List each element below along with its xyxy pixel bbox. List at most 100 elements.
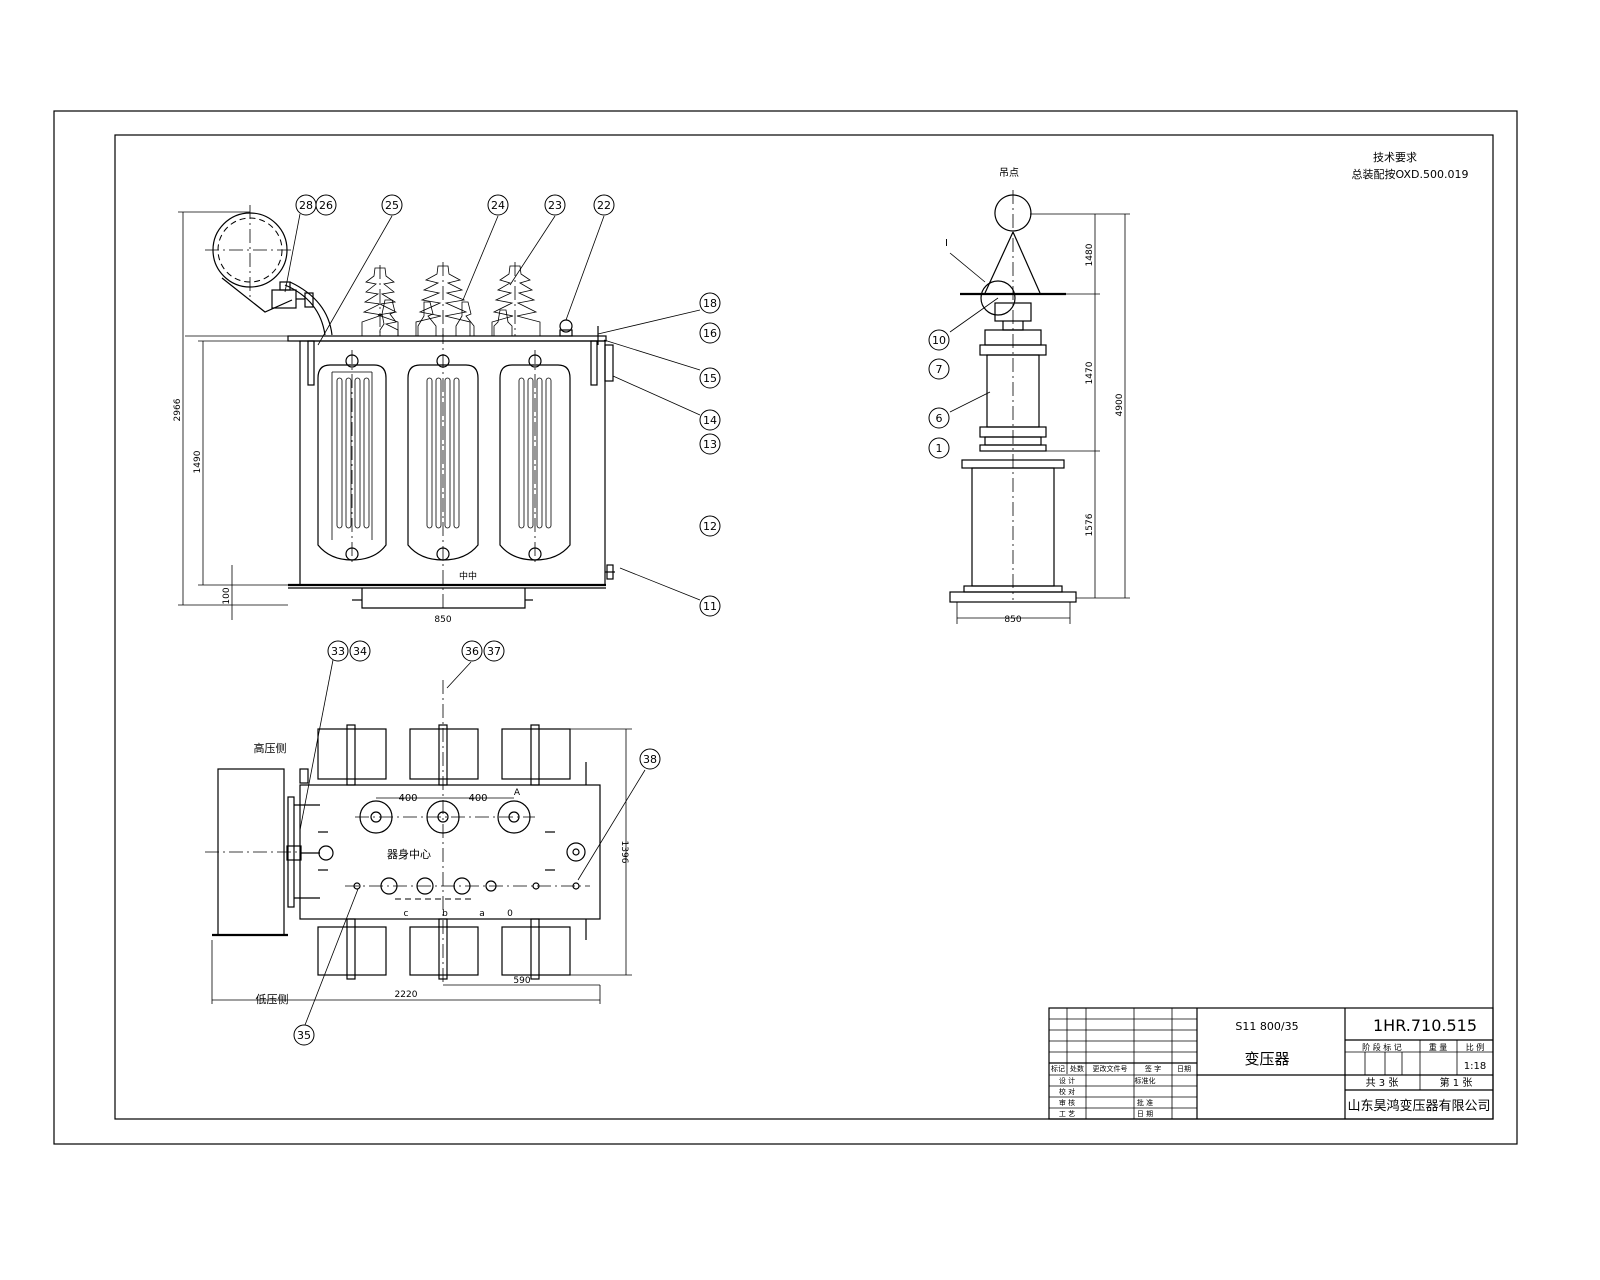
balloon-37: 37 (483, 640, 505, 662)
balloon-13: 13 (699, 433, 721, 455)
outer-border (53, 110, 1518, 1145)
lv-label-c: c (404, 909, 409, 919)
svg-text:22: 22 (597, 199, 611, 212)
role-design: 设 计 (1059, 1076, 1075, 1085)
radiator-plan-hv-2 (409, 728, 479, 780)
svg-text:24: 24 (491, 199, 505, 212)
sheet-number: 第 1 张 (1440, 1076, 1473, 1089)
hv-side-label: 高压侧 (254, 741, 287, 755)
svg-text:25: 25 (385, 199, 399, 212)
hv-bushing-left (361, 265, 399, 337)
svg-text:1: 1 (936, 442, 943, 455)
phase-a-mark: A (514, 788, 521, 798)
svg-text:38: 38 (643, 753, 657, 766)
lifting-hook (994, 194, 1032, 232)
radiator-plan-lv-2 (409, 926, 479, 976)
svg-text:26: 26 (319, 199, 333, 212)
svg-text:12: 12 (703, 520, 717, 533)
svg-text:6: 6 (936, 412, 943, 425)
radiator-plan-lv-3 (501, 926, 571, 976)
note-tech-req: 技术要求 (1373, 151, 1417, 164)
plan-view: 400 400 A 器身中心 c b a 0 高压侧 低压侧 1396 590 (205, 659, 646, 1026)
balloon-33: 33 (327, 640, 349, 662)
dim-base-width: 850 (434, 615, 451, 625)
note-assembly: 总装配按OXD.500.019 (1352, 167, 1469, 181)
radiator-plan-hv-1 (317, 728, 387, 780)
weight-label: 重 量 (1429, 1042, 1448, 1052)
svg-text:28: 28 (299, 199, 313, 212)
front-view: 中中 (173, 205, 701, 625)
lv-label-0: 0 (507, 909, 513, 919)
tank-cover (287, 335, 607, 342)
svg-text:37: 37 (487, 645, 501, 658)
company-name: 山东昊鸿变压器有限公司 (1347, 1098, 1490, 1114)
balloon-28: 28 (295, 194, 317, 216)
dim-side-width: 850 (1004, 615, 1021, 625)
role-process: 工 艺 (1059, 1110, 1075, 1118)
lv-label-b: b (442, 909, 448, 919)
rev-header-sign: 签 字 (1145, 1064, 1161, 1073)
svg-text:18: 18 (703, 297, 717, 310)
body-center-label: 器身中心 (387, 847, 431, 861)
lv-bushing-3 (455, 301, 475, 337)
side-view: 吊点 I 1480 1470 1576 4900 (945, 167, 1130, 625)
role-standard: 标准化 (1135, 1076, 1156, 1085)
balloon-34: 34 (349, 640, 371, 662)
center-mark: 中中 (459, 570, 477, 582)
dim-side-top: 1480 (1085, 243, 1095, 266)
nameplate (604, 344, 614, 382)
lv-label-a: a (479, 909, 485, 919)
radiator-plan-lv-1 (317, 926, 387, 976)
balloon-16: 16 (699, 322, 721, 344)
spacing-left: 400 (398, 793, 417, 804)
balloon-25: 25 (381, 194, 403, 216)
role-check: 校 对 (1059, 1087, 1075, 1096)
balloon-18: 18 (699, 292, 721, 314)
balloon-group: 28 26 25 24 23 22 18 16 15 14 13 12 11 3… (293, 194, 950, 1046)
dim-width: 2220 (395, 990, 418, 1000)
lv-side-label: 低压侧 (256, 993, 289, 1006)
balloon-15: 15 (699, 367, 721, 389)
stage-mark-label: 阶 段 标 记 (1362, 1042, 1402, 1052)
pressure-relief-plan (566, 842, 586, 862)
scale-label: 比 例 (1466, 1042, 1485, 1052)
balloon-22: 22 (593, 194, 615, 216)
dim-base-height: 100 (222, 587, 232, 604)
rev-header-date: 日期 (1177, 1065, 1191, 1073)
role-review: 审 核 (1059, 1098, 1075, 1107)
role-date: 日 期 (1137, 1110, 1153, 1118)
svg-text:35: 35 (297, 1029, 311, 1042)
svg-text:34: 34 (353, 645, 367, 658)
dim-side-total: 4900 (1115, 393, 1125, 416)
lv-bushing-4 (493, 309, 513, 337)
balloon-11: 11 (699, 595, 721, 617)
balloon-10: 10 (928, 329, 950, 351)
svg-text:11: 11 (703, 600, 717, 613)
conservator-plan (217, 768, 285, 936)
balloon-14: 14 (699, 409, 721, 431)
svg-text:36: 36 (465, 645, 479, 658)
balloon-23: 23 (544, 194, 566, 216)
dim-side-mid: 1470 (1085, 361, 1095, 384)
inner-border (114, 134, 1494, 1120)
radiator-middle (407, 354, 479, 561)
rev-header-mark: 标记 (1051, 1064, 1065, 1073)
hv-bushing-right (491, 262, 541, 337)
svg-text:15: 15 (703, 372, 717, 385)
balloon-6: 6 (928, 407, 950, 429)
radiator-left (317, 350, 387, 565)
lv-bushing-2 (417, 301, 437, 337)
scale-value: 1:18 (1464, 1061, 1486, 1072)
radiator-right (499, 350, 571, 565)
gas-relay (271, 289, 297, 309)
balloon-36: 36 (461, 640, 483, 662)
drain-valve (606, 564, 614, 580)
title-block: 标记 处数 更改文件号 签 字 日期 设 计 校 对 审 核 工 艺 标准化 批… (1048, 1007, 1494, 1120)
lifting-label: 吊点 (999, 167, 1019, 179)
balloon-1: 1 (928, 437, 950, 459)
tank-plan (299, 784, 601, 920)
balloon-26: 26 (315, 194, 337, 216)
balloon-24: 24 (487, 194, 509, 216)
balloon-12: 12 (699, 515, 721, 537)
product-name: 变压器 (1244, 1050, 1289, 1068)
